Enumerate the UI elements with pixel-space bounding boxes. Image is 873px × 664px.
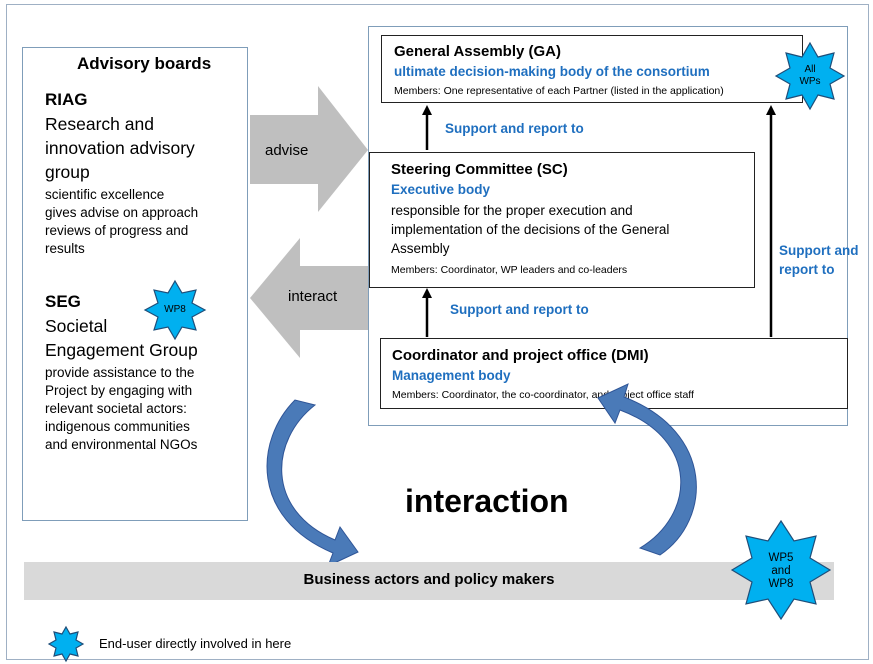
wp5-wp8-line-1: WP5: [768, 552, 794, 564]
riag-desc-2: gives advise on approach: [45, 205, 199, 220]
wp5-wp8-line-2: and: [771, 565, 791, 577]
wp5-wp8-line-3: WP8: [768, 578, 794, 590]
riag-name-2: innovation advisory: [45, 138, 195, 158]
legend-star-icon: [47, 625, 85, 663]
sc-subtitle: Executive body: [391, 182, 491, 197]
dmi-subtitle: Management body: [392, 368, 511, 383]
wp8-star-label: WP8: [164, 304, 186, 315]
left-curved-arrow: [266, 399, 359, 567]
riag-name-3: group: [45, 162, 90, 182]
interact-arrow: [250, 238, 370, 358]
business-actors-label: Business actors and policy makers: [303, 571, 555, 588]
dmi-title: Coordinator and project office (DMI): [392, 347, 649, 364]
steering-committee-box: Steering Committee (SC) Executive body r…: [369, 152, 755, 288]
riag-desc-3: reviews of progress and: [45, 223, 189, 238]
ga-title: General Assembly (GA): [394, 43, 561, 60]
interaction-text: interaction: [405, 483, 569, 519]
riag-abbr: RIAG: [45, 90, 88, 109]
legend-text: End-user directly involved in here: [99, 636, 292, 651]
right-curved-arrow: [597, 383, 697, 556]
interact-label: interact: [288, 288, 338, 305]
riag-desc-1: scientific excellence: [45, 187, 165, 202]
business-actors-bar: Business actors and policy makers: [24, 562, 834, 600]
riag-name-1: Research and: [45, 114, 154, 134]
seg-desc-5: and environmental NGOs: [45, 437, 198, 452]
advise-arrow: [250, 86, 368, 212]
support-label-middle: Support and report to: [450, 302, 589, 317]
support-label-top: Support and report to: [445, 121, 584, 136]
seg-desc-1: provide assistance to the: [45, 365, 195, 380]
all-wps-line-2: WPs: [799, 76, 821, 87]
diagram-frame: [6, 4, 869, 660]
ga-members: Members: One representative of each Part…: [394, 85, 724, 97]
sc-members: Members: Coordinator, WP leaders and co-…: [391, 264, 628, 276]
advisory-heading: Advisory boards: [77, 54, 212, 73]
seg-desc-2: Project by engaging with: [45, 383, 193, 398]
wp5-wp8-star-label: WP5 and WP8: [758, 552, 804, 591]
sc-desc-1: responsible for the proper execution and: [391, 203, 633, 218]
support-label-right-1: Support and: [779, 243, 859, 258]
seg-name-2: Engagement Group: [45, 340, 198, 360]
riag-desc-4: results: [45, 241, 85, 256]
star-icon-wp5-wp8: [730, 519, 832, 621]
all-wps-line-1: All: [804, 64, 816, 75]
advise-label: advise: [265, 142, 309, 159]
sc-desc-3: Assembly: [391, 241, 450, 256]
ga-subtitle: ultimate decision-making body of the con…: [394, 64, 710, 79]
star-icon-all-wps: [774, 41, 846, 111]
all-wps-star-label: All WPs: [790, 64, 830, 88]
advisory-boards-box: Advisory boards RIAG Research and innova…: [22, 47, 248, 521]
seg-name-1: Societal: [45, 316, 108, 336]
sc-desc-2: implementation of the decisions of the G…: [391, 222, 670, 237]
general-assembly-box: General Assembly (GA) ultimate decision-…: [381, 35, 803, 103]
seg-abbr: SEG: [45, 292, 81, 311]
star-icon-wp8: [143, 279, 207, 341]
sc-title: Steering Committee (SC): [391, 161, 568, 178]
seg-desc-3: relevant societal actors:: [45, 401, 187, 416]
support-label-right-2: report to: [779, 262, 835, 277]
seg-desc-4: indigenous communities: [45, 419, 190, 434]
